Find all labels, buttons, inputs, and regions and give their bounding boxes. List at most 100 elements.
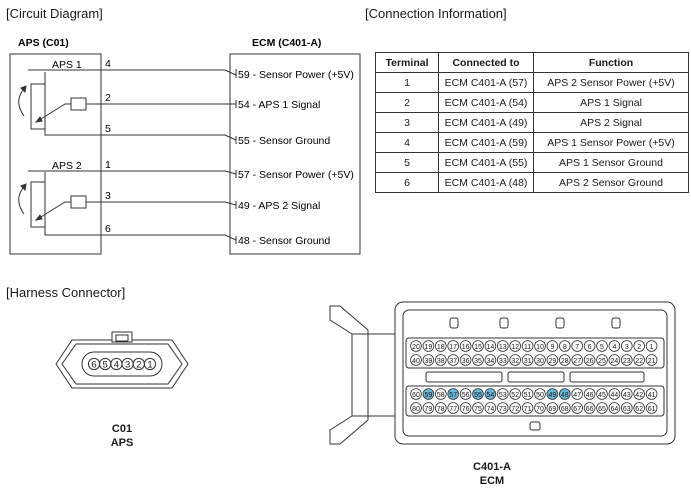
- c401a-pin-number: 41: [648, 392, 656, 399]
- c401a-pin-number: 7: [575, 344, 579, 351]
- c401a-pin-number: 4: [612, 344, 616, 351]
- ecm-pin-label: 57 - Sensor Power (+5V): [238, 169, 354, 181]
- c401a-pin-number: 15: [474, 344, 482, 351]
- c401a-pin-number: 30: [536, 358, 544, 365]
- c01-connector: [55, 331, 189, 389]
- c401a-pin: [571, 388, 583, 400]
- c401a-pin-number: 40: [412, 358, 420, 365]
- c401a-pin-number: 59: [425, 392, 433, 399]
- c401a-pin-number: 57: [449, 392, 457, 399]
- c401a-pin: [633, 402, 645, 414]
- c401a-pin-number: 66: [586, 406, 594, 413]
- c401a-pin-number: 54: [487, 392, 495, 399]
- c401a-pin: [608, 340, 621, 352]
- c01-caption: C01 APS: [92, 422, 152, 450]
- cell: APS 1 Sensor Power (+5V): [533, 132, 689, 153]
- col-connected-to: Connected to: [438, 52, 534, 73]
- c401a-caption: C401-A ECM: [462, 460, 522, 488]
- c401a-pin: [546, 388, 559, 400]
- harness-connector-heading: [Harness Connector]: [6, 285, 126, 300]
- c401a-pin-number: 60: [412, 392, 420, 399]
- cell: APS 2 Sensor Ground: [533, 172, 689, 193]
- c01-pin-number: 5: [103, 360, 108, 371]
- c401a-pin-number: 78: [437, 406, 445, 413]
- c401a-pin: [645, 354, 658, 366]
- c401a-pin-number: 73: [499, 406, 507, 413]
- cell: ECM C401-A (55): [438, 152, 534, 173]
- c01-pin-number: 2: [136, 360, 141, 371]
- c401a-pin: [496, 340, 509, 352]
- c401a-pin-number: 42: [635, 392, 643, 399]
- c401a-pin: [583, 402, 596, 414]
- ecm-box-title: ECM (C401-A): [252, 37, 321, 49]
- c401a-pin-number: 80: [412, 406, 420, 413]
- c401a-pin-number: 25: [598, 358, 606, 365]
- c401a-pin-number: 65: [598, 406, 606, 413]
- c401a-pin: [558, 402, 571, 414]
- c401a-pin-number: 36: [462, 358, 470, 365]
- c401a-pin-number: 28: [561, 358, 569, 365]
- pin-number: 4: [105, 58, 111, 70]
- c401a-pin: [484, 354, 497, 366]
- ecm-pin-label: 49 - APS 2 Signal: [238, 200, 320, 212]
- cell: ECM C401-A (48): [438, 172, 534, 193]
- table-header-row: Terminal Connected to Function: [375, 52, 689, 73]
- pin-number: 3: [105, 190, 111, 202]
- c401a-pin: [608, 354, 621, 366]
- c401a-pin: [447, 402, 460, 414]
- wire-pin-6: [101, 234, 237, 241]
- c401a-pin: [596, 388, 608, 400]
- c401a-pin-number: 58: [437, 392, 445, 399]
- cell: ECM C401-A (59): [438, 132, 534, 153]
- pin-number: 1: [105, 159, 111, 171]
- circuit-diagram-heading: [Circuit Diagram]: [6, 6, 103, 21]
- c401a-pin-number: 8: [563, 344, 567, 351]
- c401a-pin: [534, 402, 546, 414]
- c401a-pin: [484, 402, 497, 414]
- cell: APS 2 Signal: [533, 112, 689, 133]
- c401a-pin: [472, 388, 484, 400]
- c401a-pin: [645, 340, 658, 352]
- c401a-pin-number: 10: [536, 344, 544, 351]
- aps-box-title: APS (C01): [18, 37, 69, 49]
- c401a-pin: [633, 340, 645, 352]
- c401a-pin: [422, 388, 435, 400]
- c401a-pin-number: 69: [549, 406, 557, 413]
- c401a-pin-number: 62: [635, 406, 643, 413]
- wire-pin-1: [101, 170, 237, 175]
- c401a-pin-number: 75: [474, 406, 482, 413]
- aps-box: [9, 53, 102, 255]
- c401a-pin-number: 2: [637, 344, 641, 351]
- c401a-pin-number: 64: [611, 406, 619, 413]
- c401a-pin: [484, 388, 497, 400]
- pin-number: 6: [105, 223, 111, 235]
- c401a-pin-number: 26: [586, 358, 594, 365]
- c401a-pin: [534, 354, 546, 366]
- cell: APS 1 Sensor Ground: [533, 152, 689, 173]
- c401a-pin-number: 48: [561, 392, 569, 399]
- c401a-pin: [546, 340, 559, 352]
- c401a-pin-number: 37: [449, 358, 457, 365]
- c401a-pin-number: 32: [511, 358, 519, 365]
- cell: 6: [375, 172, 439, 193]
- c401a-pin-number: 72: [511, 406, 519, 413]
- c401a-pin: [558, 340, 571, 352]
- c401a-pin: [509, 402, 522, 414]
- c401a-pin-number: 20: [412, 344, 420, 351]
- c401a-pin: [434, 402, 447, 414]
- c401a-pin: [596, 354, 608, 366]
- c401a-pin-number: 38: [437, 358, 445, 365]
- c401a-pin-number: 12: [511, 344, 519, 351]
- connection-info-heading: [Connection Information]: [365, 6, 507, 21]
- c401a-pin: [620, 340, 633, 352]
- wire-pin-4: [101, 69, 237, 76]
- c401a-pin: [645, 402, 658, 414]
- c401a-pin-number: 63: [623, 406, 631, 413]
- c01-pin-number: 3: [125, 360, 130, 371]
